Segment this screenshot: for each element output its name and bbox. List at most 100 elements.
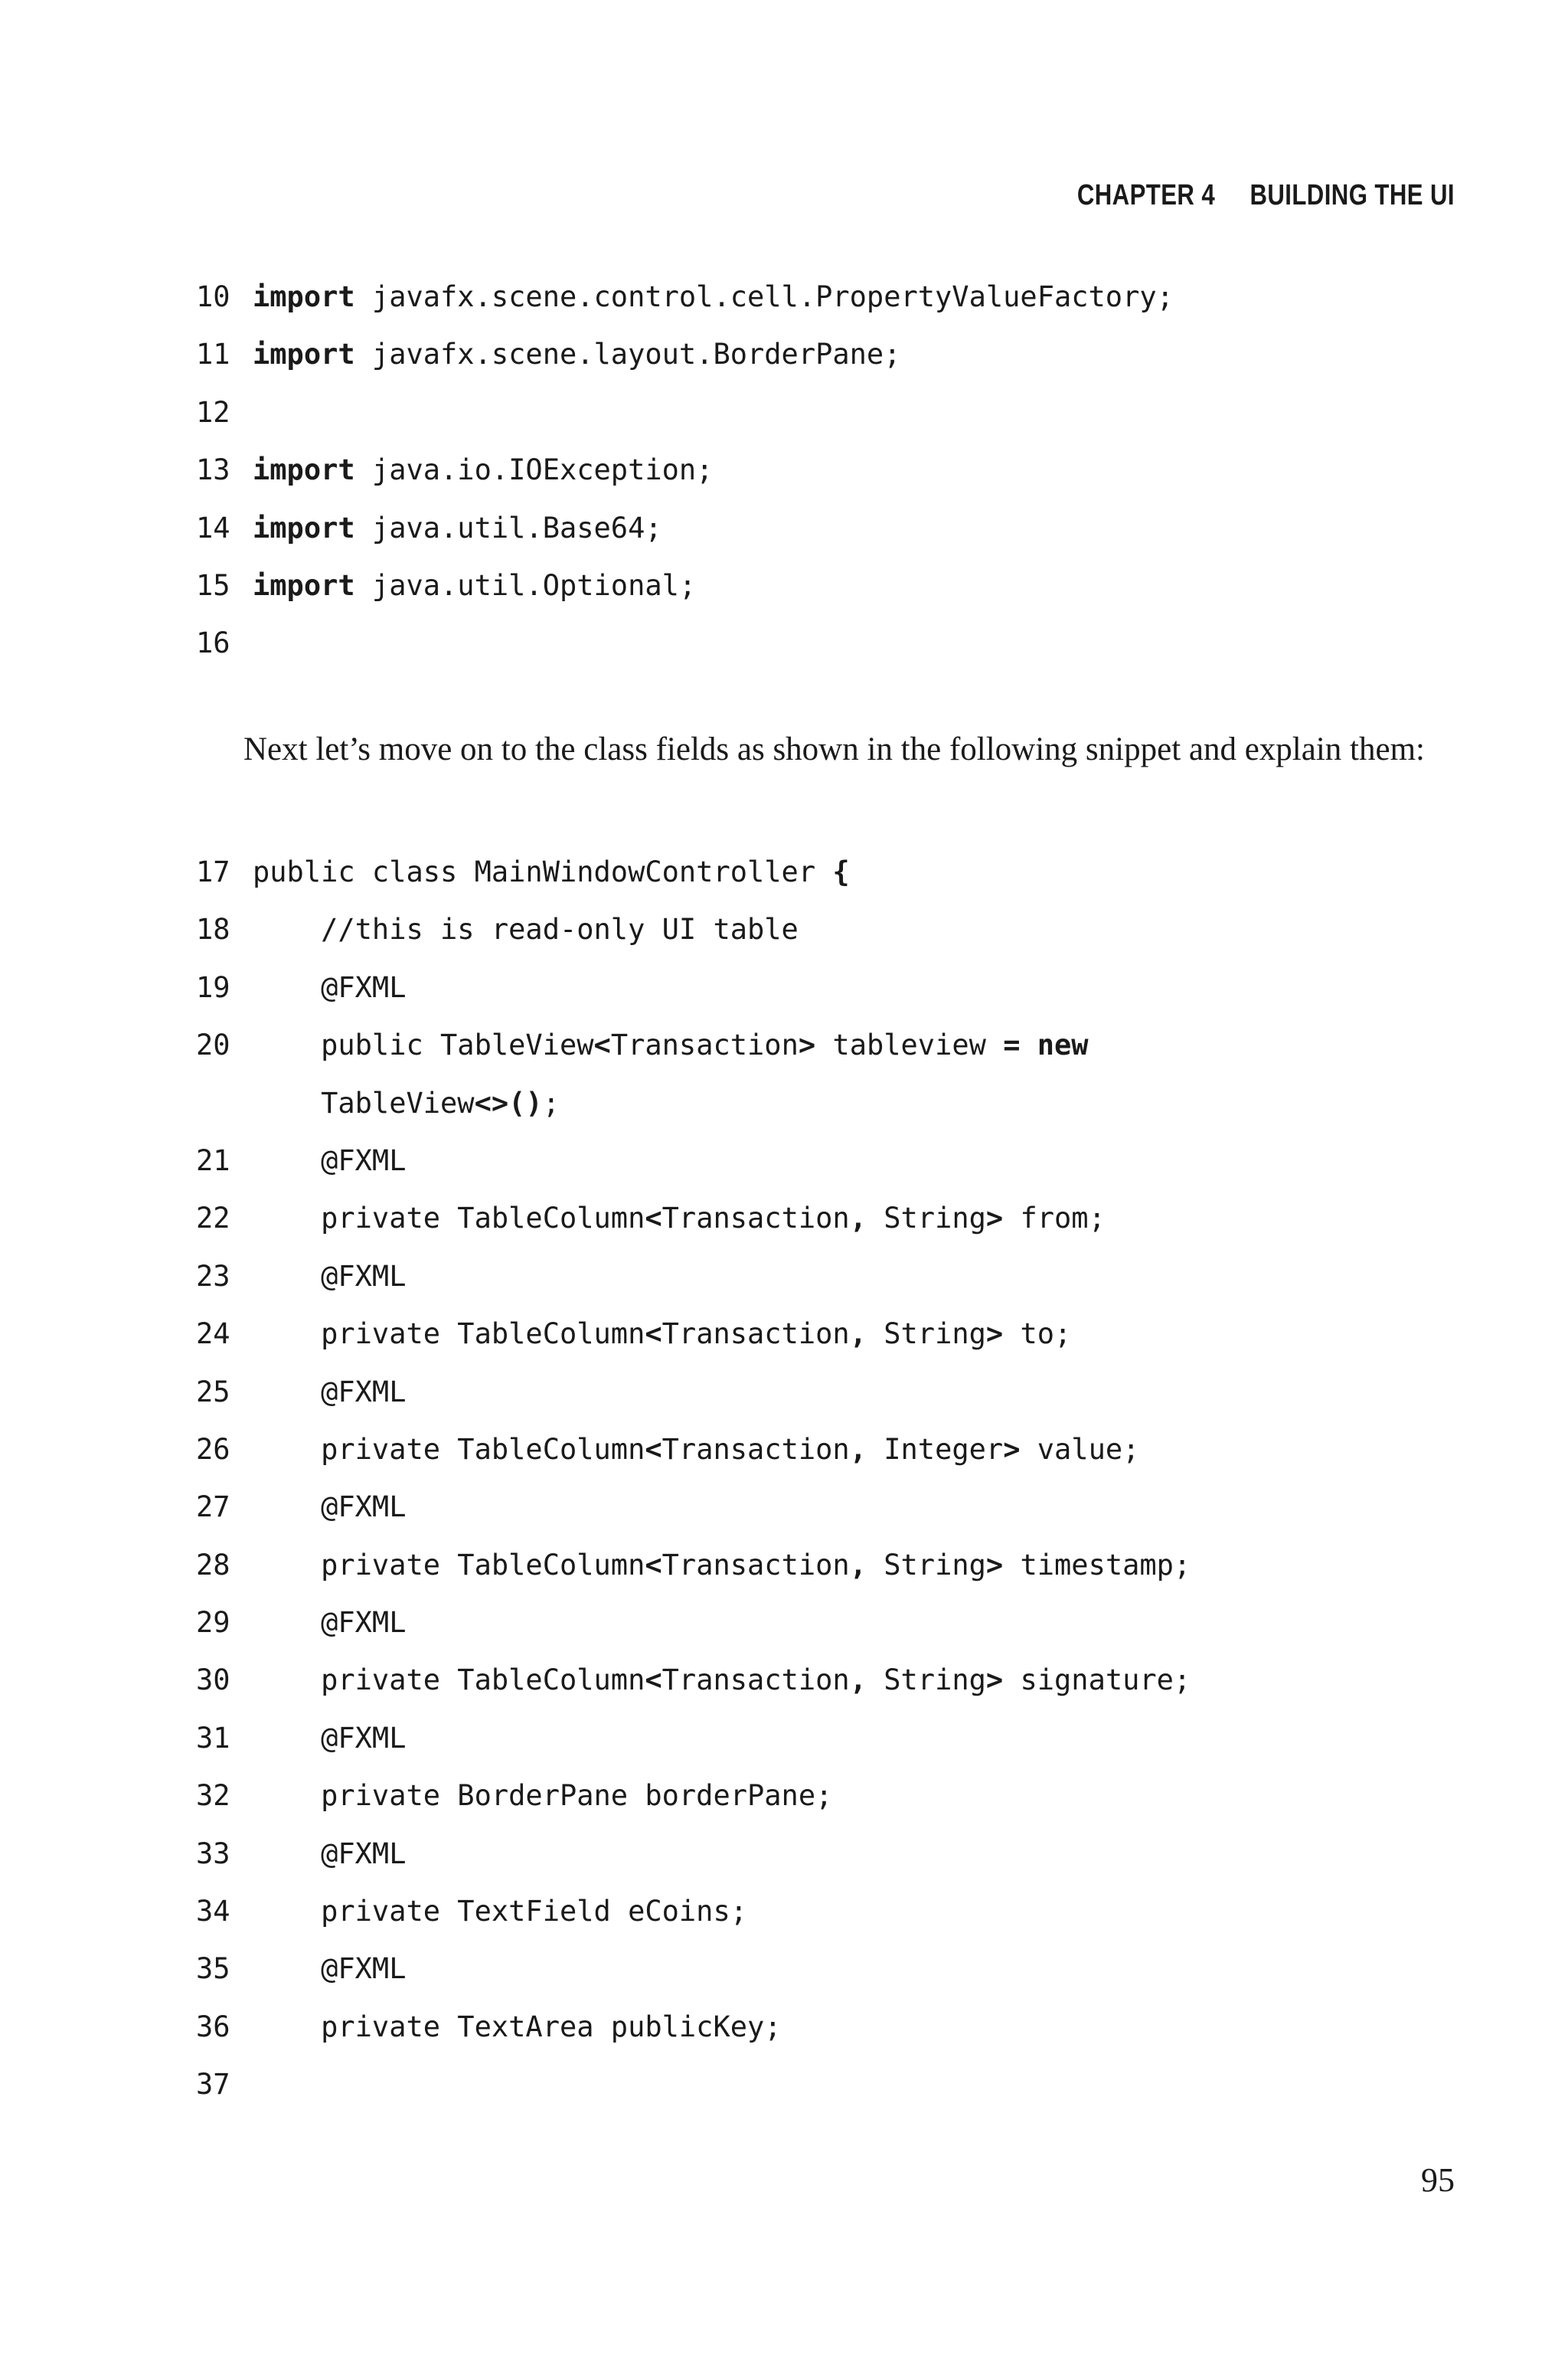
code-line-text: TableView<>();: [253, 1087, 560, 1120]
code-line: 31 @FXML: [196, 1709, 1191, 1767]
code-line-number: 26: [196, 1432, 230, 1466]
code-line-text: @FXML: [253, 1606, 406, 1639]
code-text-run: public class MainWindowController: [253, 855, 833, 888]
code-keyword: import: [253, 280, 355, 313]
code-keyword: <: [645, 1202, 662, 1235]
code-line-text: public TableView<Transaction> tableview …: [253, 1029, 1089, 1062]
code-text-run: String: [866, 1548, 986, 1582]
code-line-number: 12: [196, 395, 230, 429]
code-keyword: <>(): [474, 1086, 543, 1120]
code-line-text: @FXML: [253, 1144, 406, 1177]
code-text-run: private TableColumn: [253, 1432, 645, 1466]
code-keyword: <: [645, 1432, 662, 1466]
code-line-text: private TableColumn<Transaction, String>…: [253, 1202, 1106, 1235]
code-line-text: private TableColumn<Transaction, Integer…: [253, 1433, 1139, 1466]
code-keyword: >: [1003, 1432, 1021, 1466]
code-line-text: private TextField eCoins;: [253, 1895, 747, 1928]
code-line-text: public class MainWindowController {: [253, 855, 850, 888]
code-text-run: @FXML: [253, 1375, 407, 1408]
code-line-number: 10: [196, 280, 230, 313]
code-line: 21 @FXML: [196, 1132, 1191, 1189]
code-text-run: String: [866, 1663, 986, 1697]
code-line-text: import java.util.Optional;: [253, 569, 696, 602]
code-keyword: ,: [849, 1432, 867, 1466]
code-line-text: @FXML: [253, 1837, 406, 1870]
code-text-run: private BorderPane borderPane;: [253, 1779, 833, 1813]
code-keyword: >: [985, 1663, 1004, 1697]
code-text-run: Transaction: [662, 1432, 850, 1466]
code-text-run: javafx.scene.layout.BorderPane;: [354, 338, 901, 371]
code-line-text: import java.io.IOException;: [253, 453, 713, 486]
code-text-run: Transaction: [662, 1202, 850, 1235]
code-text-run: private TableColumn: [253, 1548, 645, 1582]
code-text-run: Transaction: [662, 1317, 850, 1351]
code-text-run: to;: [1003, 1317, 1072, 1351]
code-line: 37: [196, 2056, 1191, 2113]
code-line-text: @FXML: [253, 971, 406, 1004]
code-line: 34 private TextField eCoins;: [196, 1882, 1191, 1940]
code-text-run: value;: [1020, 1432, 1140, 1466]
code-text-run: private TableColumn: [253, 1663, 645, 1697]
code-text-run: @FXML: [253, 1143, 407, 1177]
code-keyword: >: [798, 1029, 816, 1062]
code-line-number: 33: [196, 1837, 230, 1870]
code-line-number: 25: [196, 1375, 230, 1408]
code-line-number: 14: [196, 511, 230, 545]
code-line: 10 import javafx.scene.control.cell.Prope…: [196, 268, 1174, 325]
code-keyword: >: [985, 1317, 1004, 1351]
code-line: 26 private TableColumn<Transaction, Inte…: [196, 1421, 1191, 1478]
code-line: 16: [196, 614, 1174, 672]
code-line-number: 37: [196, 2068, 230, 2102]
code-line-number: 32: [196, 1779, 230, 1813]
code-line-text: @FXML: [253, 1490, 406, 1523]
code-line-number: 20: [196, 1029, 230, 1062]
code-line-text: private TableColumn<Transaction, String>…: [253, 1549, 1191, 1582]
code-line: 20 public TableView<Transaction> tablevi…: [196, 1016, 1191, 1074]
code-line: 24 private TableColumn<Transaction, Stri…: [196, 1305, 1191, 1362]
code-line-number: 11: [196, 338, 230, 371]
code-line-number: 31: [196, 1721, 230, 1755]
code-text-run: Integer: [866, 1432, 1004, 1466]
code-line-text: private TableColumn<Transaction, String>…: [253, 1317, 1071, 1350]
code-line: 29 @FXML: [196, 1594, 1191, 1651]
code-line-number: 34: [196, 1895, 230, 1928]
code-line-number: 19: [196, 970, 230, 1004]
code-text-run: private TextArea publicKey;: [253, 2010, 782, 2043]
code-keyword: ,: [849, 1663, 867, 1697]
code-line-number: 35: [196, 1952, 230, 1986]
code-line-text: @FXML: [253, 1722, 406, 1755]
code-line-text: //this is read-only UI table: [253, 913, 799, 946]
code-line-number: 30: [196, 1663, 230, 1697]
code-line-text: @FXML: [253, 1375, 406, 1408]
code-line-number: 36: [196, 2010, 230, 2043]
code-text-run: @FXML: [253, 1259, 407, 1293]
code-line: 23 @FXML: [196, 1248, 1191, 1305]
code-text-run: javafx.scene.control.cell.PropertyValueF…: [354, 280, 1174, 313]
code-line: 12: [196, 384, 1174, 441]
code-keyword: import: [253, 511, 355, 545]
code-line: 17 public class MainWindowController {: [196, 843, 1191, 901]
code-line: 18 //this is read-only UI table: [196, 901, 1191, 958]
code-keyword: = new: [1003, 1029, 1089, 1062]
code-line-text: @FXML: [253, 1260, 406, 1293]
code-line-text: @FXML: [253, 1952, 406, 1985]
code-line-text: private TextArea publicKey;: [253, 2010, 782, 2043]
code-text-run: signature;: [1003, 1663, 1191, 1697]
code-text-run: timestamp;: [1003, 1548, 1191, 1582]
code-keyword: <: [645, 1317, 662, 1351]
code-text-run: @FXML: [253, 1721, 407, 1755]
code-text-run: private TextField eCoins;: [253, 1895, 748, 1928]
code-line-number: 17: [196, 855, 230, 888]
body-paragraph: Next let’s move on to the class fields a…: [243, 731, 1425, 767]
code-line-number: 21: [196, 1143, 230, 1177]
code-line-text: import javafx.scene.control.cell.Propert…: [253, 280, 1174, 313]
code-line: TableView<>();: [196, 1075, 1191, 1132]
code-text-run: tableview: [815, 1029, 1004, 1062]
code-text-run: java.io.IOException;: [354, 453, 714, 487]
code-text-run: //this is read-only UI table: [253, 913, 799, 947]
code-text-run: TableView: [253, 1086, 475, 1120]
